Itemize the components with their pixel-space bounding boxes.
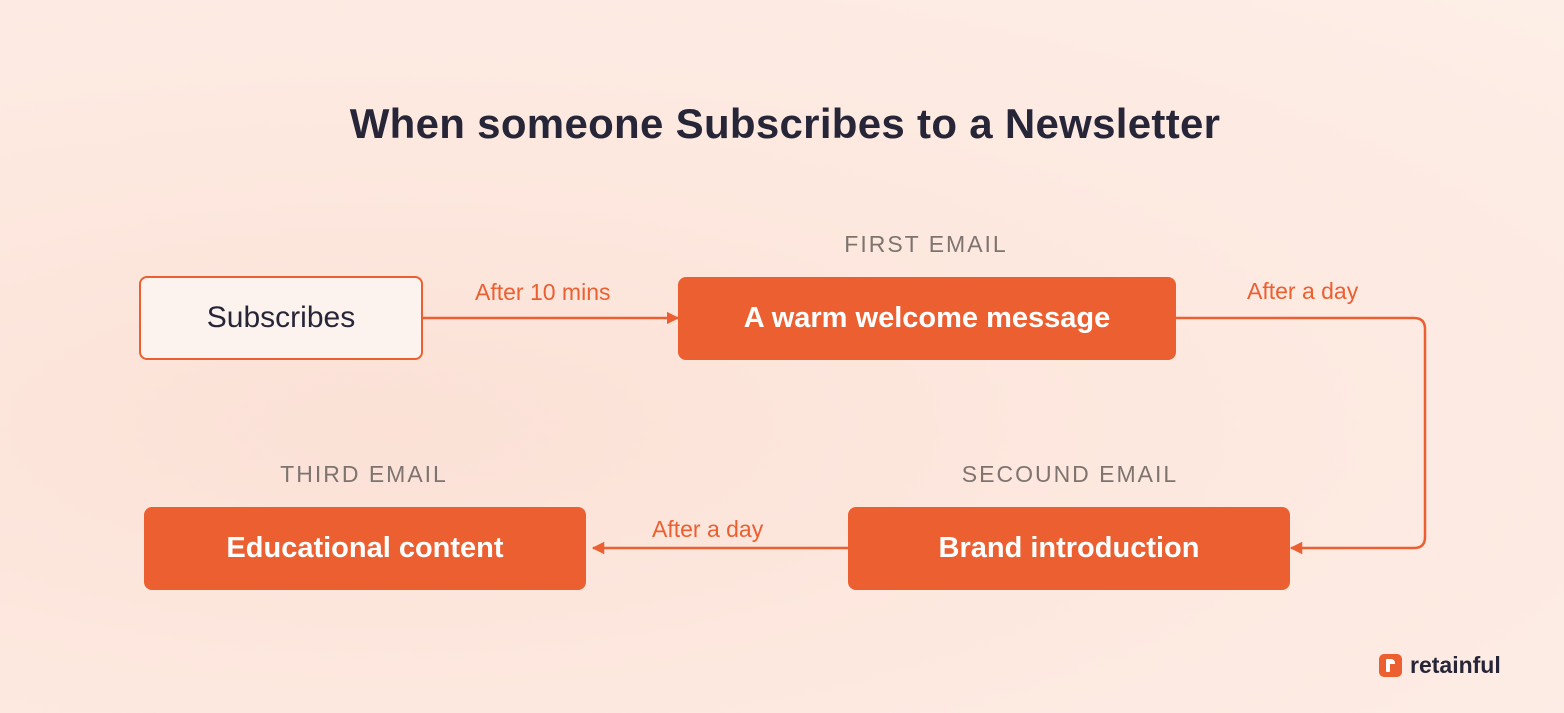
third-email-tag: THIRD EMAIL [280,461,448,487]
edge-label-after-10-mins: After 10 mins [475,279,611,305]
second-email-tag: SECOUND EMAIL [961,461,1179,487]
second-email-node-label: Brand introduction [938,532,1200,564]
third-email-node-label: Educational content [226,532,504,564]
second-email-node: Brand introduction [848,507,1290,590]
first-email-node: A warm welcome message [678,277,1176,360]
retainful-logo-icon [1379,654,1402,677]
first-email-tag: FIRST EMAIL [844,231,1008,257]
edge-label-after-a-day-first: After a day [1247,278,1359,304]
first-email-node-label: A warm welcome message [743,302,1111,334]
edge-label-after-a-day-second: After a day [652,516,764,542]
diagram-title: When someone Subscribes to a Newsletter [349,100,1221,147]
brand-name: retainful [1410,652,1501,678]
third-email-node: Educational content [144,507,586,590]
subscribes-node-label: Subscribes [206,301,356,334]
subscribes-node: Subscribes [139,276,423,360]
arrow-first-to-second [1176,316,1427,555]
retainful-logo: retainful [1379,652,1501,679]
